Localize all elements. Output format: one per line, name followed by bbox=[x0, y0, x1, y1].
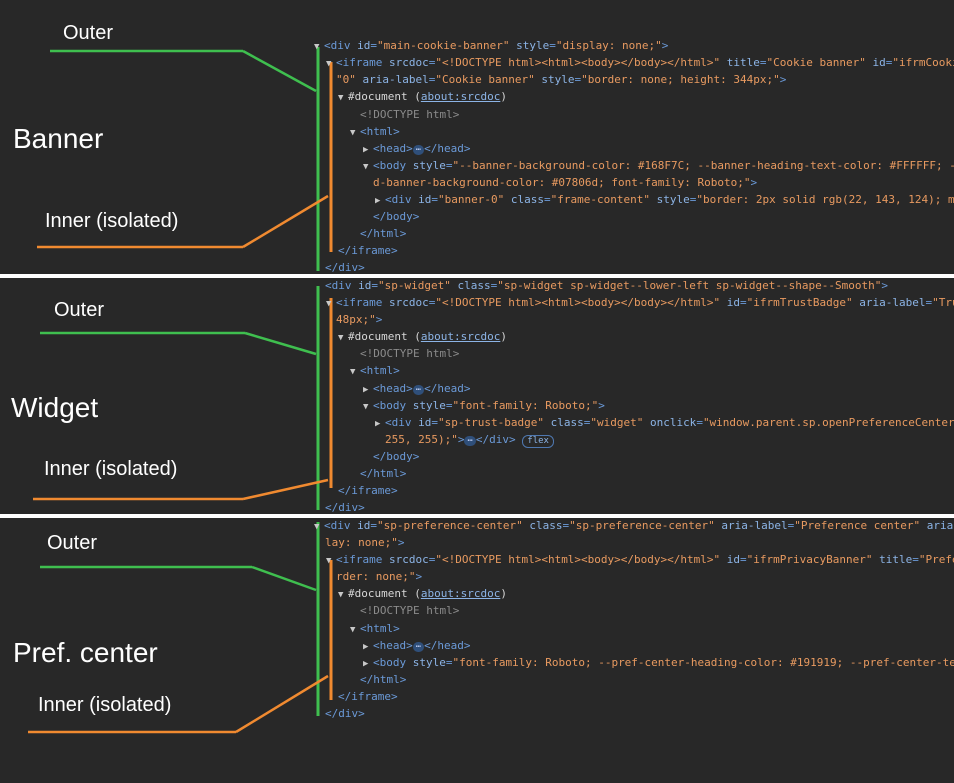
dom-line[interactable]: <!DOCTYPE html> bbox=[360, 604, 460, 617]
dom-line[interactable]: <!DOCTYPE html> bbox=[360, 347, 460, 360]
dom-line[interactable]: </iframe> bbox=[338, 244, 398, 257]
dom-line[interactable]: ▼<html> bbox=[350, 364, 400, 377]
dom-line[interactable]: ▶<head>⋯</head> bbox=[363, 142, 471, 155]
dom-line[interactable]: ▶<head>⋯</head> bbox=[363, 382, 471, 395]
outer-label: Outer bbox=[54, 299, 105, 321]
section-banner: Outer Banner Inner (isolated) ▼<div id="… bbox=[0, 0, 954, 274]
dom-line[interactable]: rder: none;"> bbox=[336, 570, 423, 583]
dom-line[interactable]: ▼<body style="--banner-background-color:… bbox=[363, 159, 954, 172]
dom-line[interactable]: ▼<html> bbox=[350, 125, 400, 138]
dom-line[interactable]: </div> bbox=[325, 707, 365, 720]
dom-line[interactable]: ▼<html> bbox=[350, 622, 400, 635]
section-divider bbox=[0, 514, 954, 518]
dom-line[interactable]: </div> bbox=[325, 501, 365, 514]
dom-line[interactable]: </iframe> bbox=[338, 690, 398, 703]
dom-line[interactable]: </html> bbox=[360, 227, 407, 240]
dom-line[interactable]: ▼#document (about:srcdoc) bbox=[338, 90, 507, 103]
section-title: Pref. center bbox=[13, 637, 158, 668]
dom-line[interactable]: </body> bbox=[373, 210, 420, 223]
dom-line[interactable]: ▶<body style="font-family: Roboto; --pre… bbox=[363, 656, 954, 669]
inner-label: Inner (isolated) bbox=[38, 694, 172, 716]
inner-label: Inner (isolated) bbox=[44, 458, 178, 480]
dom-line[interactable]: ▶<div id="banner-0" class="frame-content… bbox=[375, 193, 954, 206]
section-divider bbox=[0, 274, 954, 278]
dom-line[interactable]: </html> bbox=[360, 467, 407, 480]
annotation-lines bbox=[28, 522, 333, 734]
dom-line[interactable]: ▶<head>⋯</head> bbox=[363, 639, 471, 652]
outer-label: Outer bbox=[63, 22, 114, 44]
dom-line[interactable]: ▼<body style="font-family: Roboto;"> bbox=[363, 399, 605, 412]
flex-badge[interactable]: flex bbox=[522, 435, 554, 448]
section-title: Widget bbox=[11, 392, 99, 423]
annotation-lines bbox=[33, 286, 333, 510]
dom-line[interactable]: "0" aria-label="Cookie banner" style="bo… bbox=[336, 73, 787, 86]
section-title: Banner bbox=[13, 123, 104, 154]
dom-line[interactable]: ▼<div id="main-cookie-banner" style="dis… bbox=[314, 39, 669, 52]
inner-label: Inner (isolated) bbox=[45, 210, 179, 232]
section-widget: Outer Widget Inner (isolated) <div id="s… bbox=[0, 278, 954, 514]
dom-line[interactable]: ▼#document (about:srcdoc) bbox=[338, 330, 507, 343]
annotation-lines bbox=[37, 47, 333, 271]
dom-line[interactable]: </div> bbox=[325, 261, 365, 274]
dom-line[interactable]: lay: none;"> bbox=[325, 536, 405, 549]
dom-line[interactable]: ▼#document (about:srcdoc) bbox=[338, 587, 507, 600]
dom-line[interactable]: <div id="sp-widget" class="sp-widget sp-… bbox=[325, 279, 888, 292]
dom-line[interactable]: </iframe> bbox=[338, 484, 398, 497]
dom-line[interactable]: 48px;"> bbox=[336, 313, 383, 326]
dom-line[interactable]: ▼<iframe srcdoc="<!DOCTYPE html><html><b… bbox=[326, 56, 954, 69]
dom-line[interactable]: 255, 255);">⋯</div> flex bbox=[385, 431, 554, 448]
dom-line[interactable]: d-banner-background-color: #07806d; font… bbox=[373, 176, 758, 189]
dom-line[interactable]: <!DOCTYPE html> bbox=[360, 108, 460, 121]
dom-line[interactable]: ▼<div id="sp-preference-center" class="s… bbox=[314, 519, 954, 532]
section-pref-center: Outer Pref. center Inner (isolated) ▼<di… bbox=[0, 518, 954, 783]
outer-label: Outer bbox=[47, 532, 98, 554]
dom-line[interactable]: </body> bbox=[373, 450, 420, 463]
dom-line[interactable]: ▼<iframe srcdoc="<!DOCTYPE html><html><b… bbox=[326, 553, 954, 566]
dom-line[interactable]: ▼<iframe srcdoc="<!DOCTYPE html><html><b… bbox=[326, 296, 954, 309]
dom-line[interactable]: </html> bbox=[360, 673, 407, 686]
dom-line[interactable]: ▶<div id="sp-trust-badge" class="widget"… bbox=[375, 416, 954, 429]
